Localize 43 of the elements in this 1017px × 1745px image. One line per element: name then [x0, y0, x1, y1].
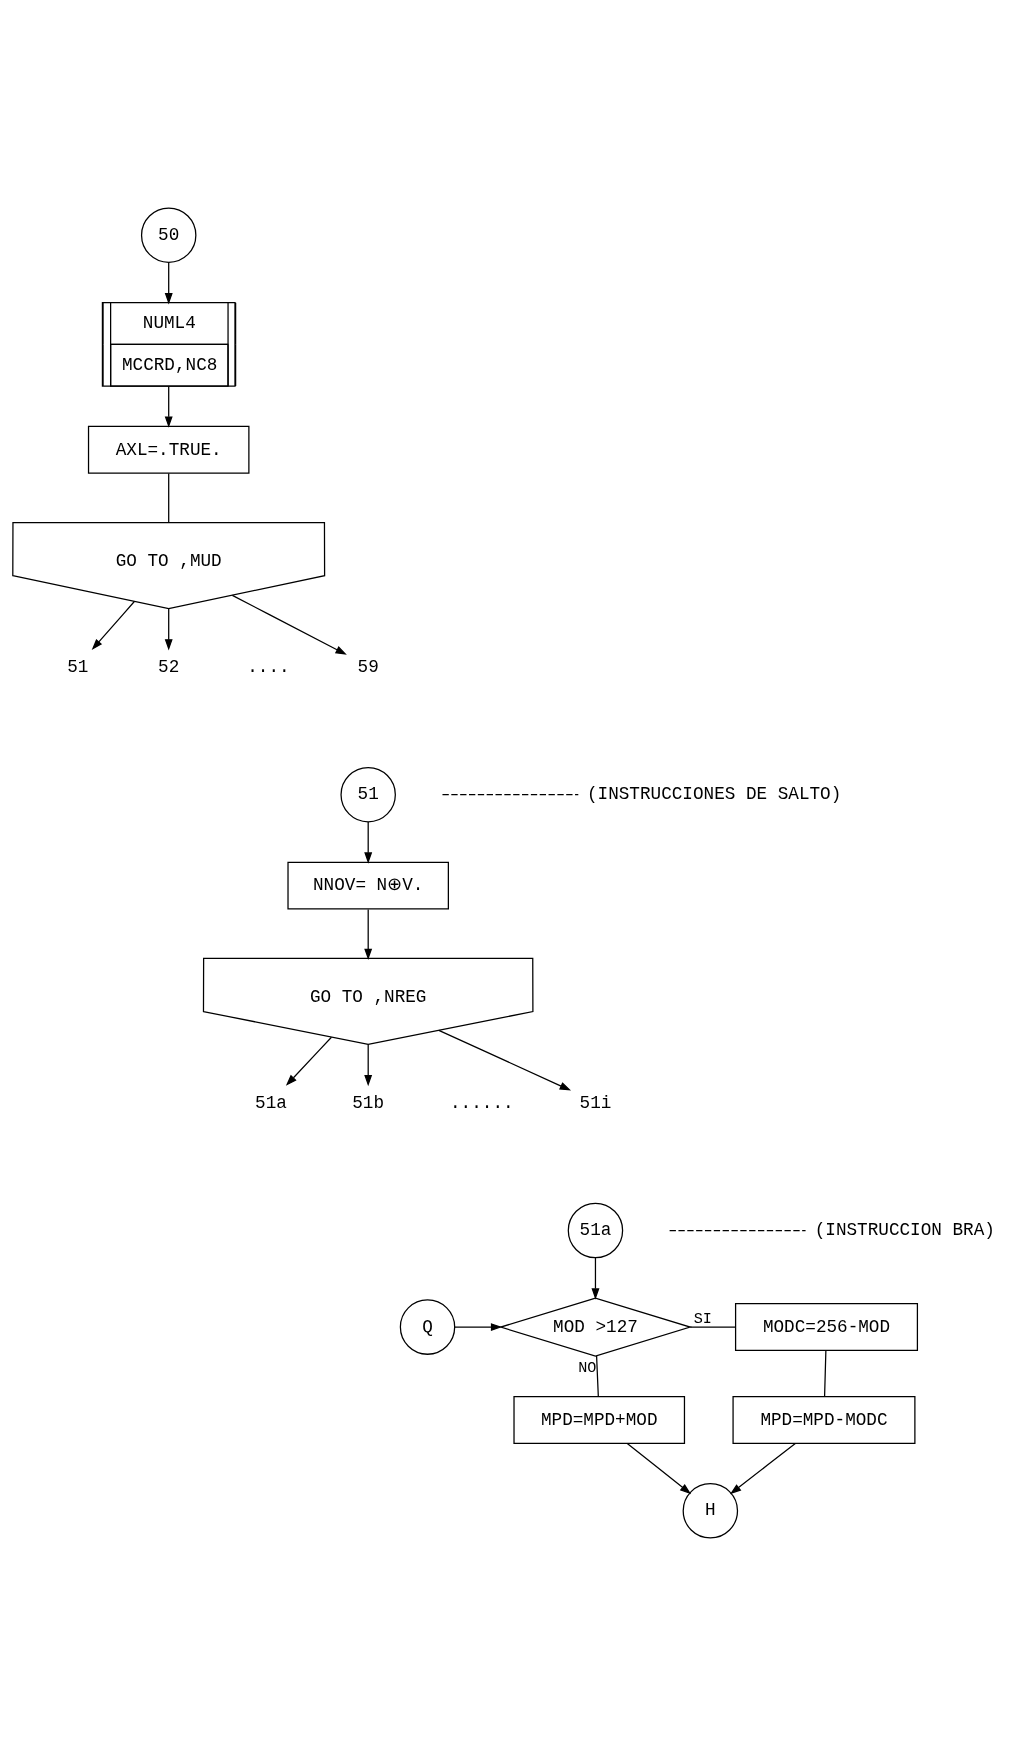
- node-box: NNOV= N⊕V.: [287, 861, 449, 910]
- arrow: [626, 1442, 692, 1494]
- node-box: MPD=MPD+MOD: [513, 1395, 686, 1444]
- arrow: [164, 385, 173, 428]
- connector: [824, 1349, 827, 1397]
- node-box: AXL=.TRUE.: [87, 425, 250, 474]
- node-diamond: MOD >127: [498, 1296, 693, 1357]
- edge-label: SI: [693, 1309, 712, 1328]
- node-circle: Q: [399, 1298, 456, 1355]
- connector: [168, 472, 170, 523]
- edge-label: NO: [578, 1358, 597, 1377]
- arrow: [591, 1256, 600, 1300]
- node-text: 52: [158, 656, 180, 677]
- arrow: [364, 908, 373, 960]
- arrow: [285, 1036, 333, 1086]
- node-circle: 51a: [567, 1202, 624, 1258]
- node-text: (INSTRUCCION BRA): [814, 1219, 995, 1240]
- label: ......: [450, 1092, 514, 1113]
- node-box: MODC=256-MOD: [734, 1302, 919, 1351]
- connector: [668, 1229, 807, 1231]
- arrow: [364, 1043, 373, 1086]
- node-circle: H: [682, 1482, 739, 1539]
- node-text: 59: [357, 656, 379, 677]
- node-text: 51a: [255, 1092, 287, 1113]
- arrow: [438, 1029, 572, 1091]
- node-box: MPD=MPD-MODC: [732, 1395, 916, 1444]
- connector: [441, 793, 579, 795]
- node-text: 51: [67, 656, 89, 677]
- node-circle: 51: [340, 766, 396, 822]
- arrow: [91, 600, 135, 650]
- arrow: [729, 1442, 796, 1494]
- arrow: [164, 261, 173, 304]
- arrow: [364, 820, 373, 864]
- arrow: [454, 1322, 503, 1331]
- label: ....: [247, 656, 290, 677]
- node-text: 51i: [579, 1092, 612, 1113]
- arrow: [164, 607, 173, 651]
- node-text: (INSTRUCCIONES DE SALTO): [586, 783, 842, 804]
- connector: [595, 1354, 599, 1397]
- arrow: [231, 594, 347, 655]
- node-circle: 50: [140, 206, 197, 263]
- connector: [689, 1325, 737, 1328]
- node-text: 51b: [352, 1092, 385, 1113]
